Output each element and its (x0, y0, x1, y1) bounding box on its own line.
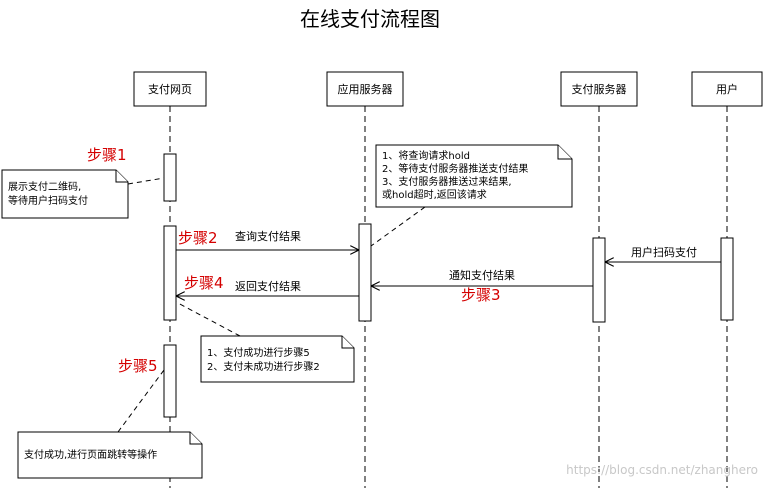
step-label-3: 步骤3 (461, 286, 501, 304)
activation-app-server (358, 223, 372, 322)
note-show-qr-connector (127, 177, 165, 185)
note-show-qr-line-2: 等待用户扫码支付 (8, 194, 88, 207)
note-hold-line-4: 或hold超时,返回该请求 (382, 188, 487, 201)
note-hold-line-1: 1、将查询请求hold (382, 149, 470, 162)
message-return-result-label: 返回支付结果 (235, 280, 301, 293)
note-show-qr-line-1: 展示支付二维码, (8, 180, 81, 193)
step-label-5: 步骤5 (118, 357, 158, 375)
activation-webpage-2 (163, 225, 177, 321)
participant-app-server: 应用服务器 (326, 71, 404, 107)
activation-webpage-1 (163, 153, 177, 202)
note-branch: 1、支付成功进行步骤5 2、支付未成功进行步骤2 (200, 335, 355, 383)
participant-user: 用户 (691, 71, 763, 107)
note-success: 支付成功,进行页面跳转等操作 (17, 431, 203, 479)
activation-webpage-3 (163, 344, 177, 418)
note-success-line-1: 支付成功,进行页面跳转等操作 (24, 448, 157, 461)
note-hold-line-2: 2、等待支付服务器推送支付结果 (382, 162, 528, 175)
note-branch-connector (175, 301, 241, 337)
note-hold-connector (370, 206, 426, 247)
message-notify-result-label: 通知支付结果 (449, 268, 515, 282)
note-hold-line-3: 3、支付服务器推送过来结果, (382, 175, 512, 188)
message-user-scan-pay-label: 用户扫码支付 (631, 245, 697, 259)
note-branch-line-2: 2、支付未成功进行步骤2 (207, 360, 320, 373)
note-branch-line-1: 1、支付成功进行步骤5 (207, 346, 310, 359)
diagram-title: 在线支付流程图 (300, 7, 440, 31)
message-query-result-label: 查询支付结果 (235, 229, 301, 243)
watermark: https://blog.csdn.net/zhanghero (566, 463, 758, 477)
step-label-4: 步骤4 (184, 274, 224, 292)
participant-user-label: 用户 (716, 82, 738, 96)
participant-app-server-label: 应用服务器 (338, 82, 393, 96)
note-success-connector (117, 369, 165, 433)
participant-pay-server: 支付服务器 (560, 71, 638, 107)
activation-user (720, 237, 734, 321)
activation-pay-server (592, 237, 606, 323)
participant-pay-server-label: 支付服务器 (572, 83, 627, 96)
note-show-qr: 展示支付二维码, 等待用户扫码支付 (1, 169, 129, 219)
step-label-2: 步骤2 (178, 229, 218, 247)
note-hold: 1、将查询请求hold 2、等待支付服务器推送支付结果 3、支付服务器推送过来结… (375, 144, 573, 208)
participant-webpage: 支付网页 (133, 71, 207, 107)
step-label-1: 步骤1 (87, 146, 127, 164)
participant-webpage-label: 支付网页 (148, 83, 192, 96)
